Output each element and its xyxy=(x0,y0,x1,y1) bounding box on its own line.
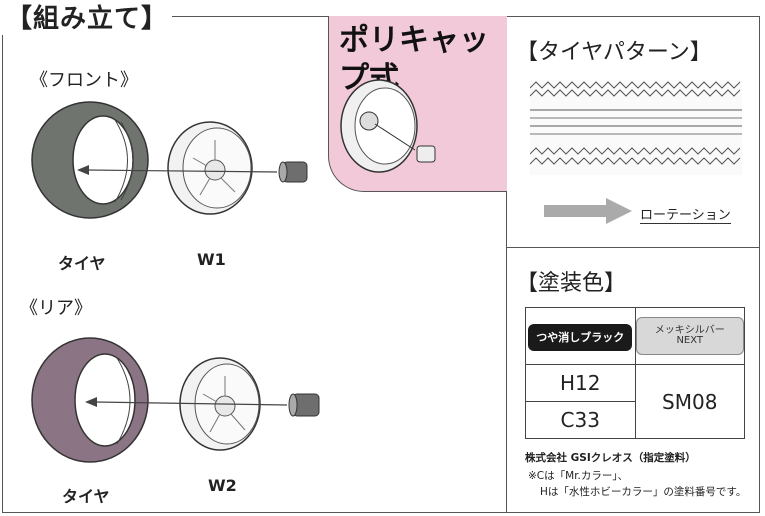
rotation-label: ローテーション xyxy=(640,204,731,224)
front-assembly-illustration xyxy=(31,101,308,219)
rear-polycap xyxy=(288,393,320,417)
paint-code-c33: C33 xyxy=(525,401,636,439)
paint-code-h12: H12 xyxy=(525,364,636,402)
paint-code-sm08: SM08 xyxy=(634,364,745,439)
paint-note-line1: ※Cは「Mr.カラー」、 xyxy=(528,470,629,482)
front-wheel-w1 xyxy=(167,121,253,215)
front-polycap xyxy=(278,161,308,183)
divider-horizontal xyxy=(506,247,760,248)
metal-silver-chip: メッキシルバーNEXT xyxy=(635,317,744,355)
rotation-arrow xyxy=(544,198,632,224)
rear-assembly-arrow xyxy=(94,401,288,406)
front-assembly-arrow xyxy=(86,169,278,173)
rear-wheel-label: W2 xyxy=(208,476,237,495)
front-tire-label: タイヤ xyxy=(58,254,106,273)
paint-maker: 株式会社 GSIクレオス（指定塗料） xyxy=(525,452,696,464)
frame-left-line xyxy=(2,16,3,513)
rear-tire-label: タイヤ xyxy=(62,487,110,506)
front-wheel-label: W1 xyxy=(197,250,226,269)
tire-pattern-title: 【タイヤパターン】 xyxy=(516,40,712,65)
divider-vertical xyxy=(506,16,507,513)
frame-bottom-line xyxy=(2,512,760,513)
matte-black-chip: つや消しブラック xyxy=(528,323,633,351)
tire-pattern-illustration xyxy=(530,80,742,175)
polycap-box: ポリキャップ式 xyxy=(328,16,507,192)
front-label: 《フロント》 xyxy=(30,70,138,91)
paint-col1-header-cell: つや消しブラック xyxy=(525,307,636,365)
paint-col2-header-cell: メッキシルバーNEXT xyxy=(634,307,745,365)
frame-right-line xyxy=(759,16,760,513)
assembly-title: 【組み立て】 xyxy=(2,0,173,35)
paint-title: 【塗装色】 xyxy=(516,271,627,296)
paint-table: つや消しブラック メッキシルバーNEXT H12 SM08 C33 xyxy=(525,307,745,439)
polycap-illustration xyxy=(340,79,436,173)
paint-note-line2: Hは「水性ホビーカラー」の塗料番号です。 xyxy=(540,486,747,498)
rear-label: 《リア》 xyxy=(20,298,92,319)
front-tire xyxy=(31,101,149,219)
rear-assembly-illustration xyxy=(31,337,320,463)
